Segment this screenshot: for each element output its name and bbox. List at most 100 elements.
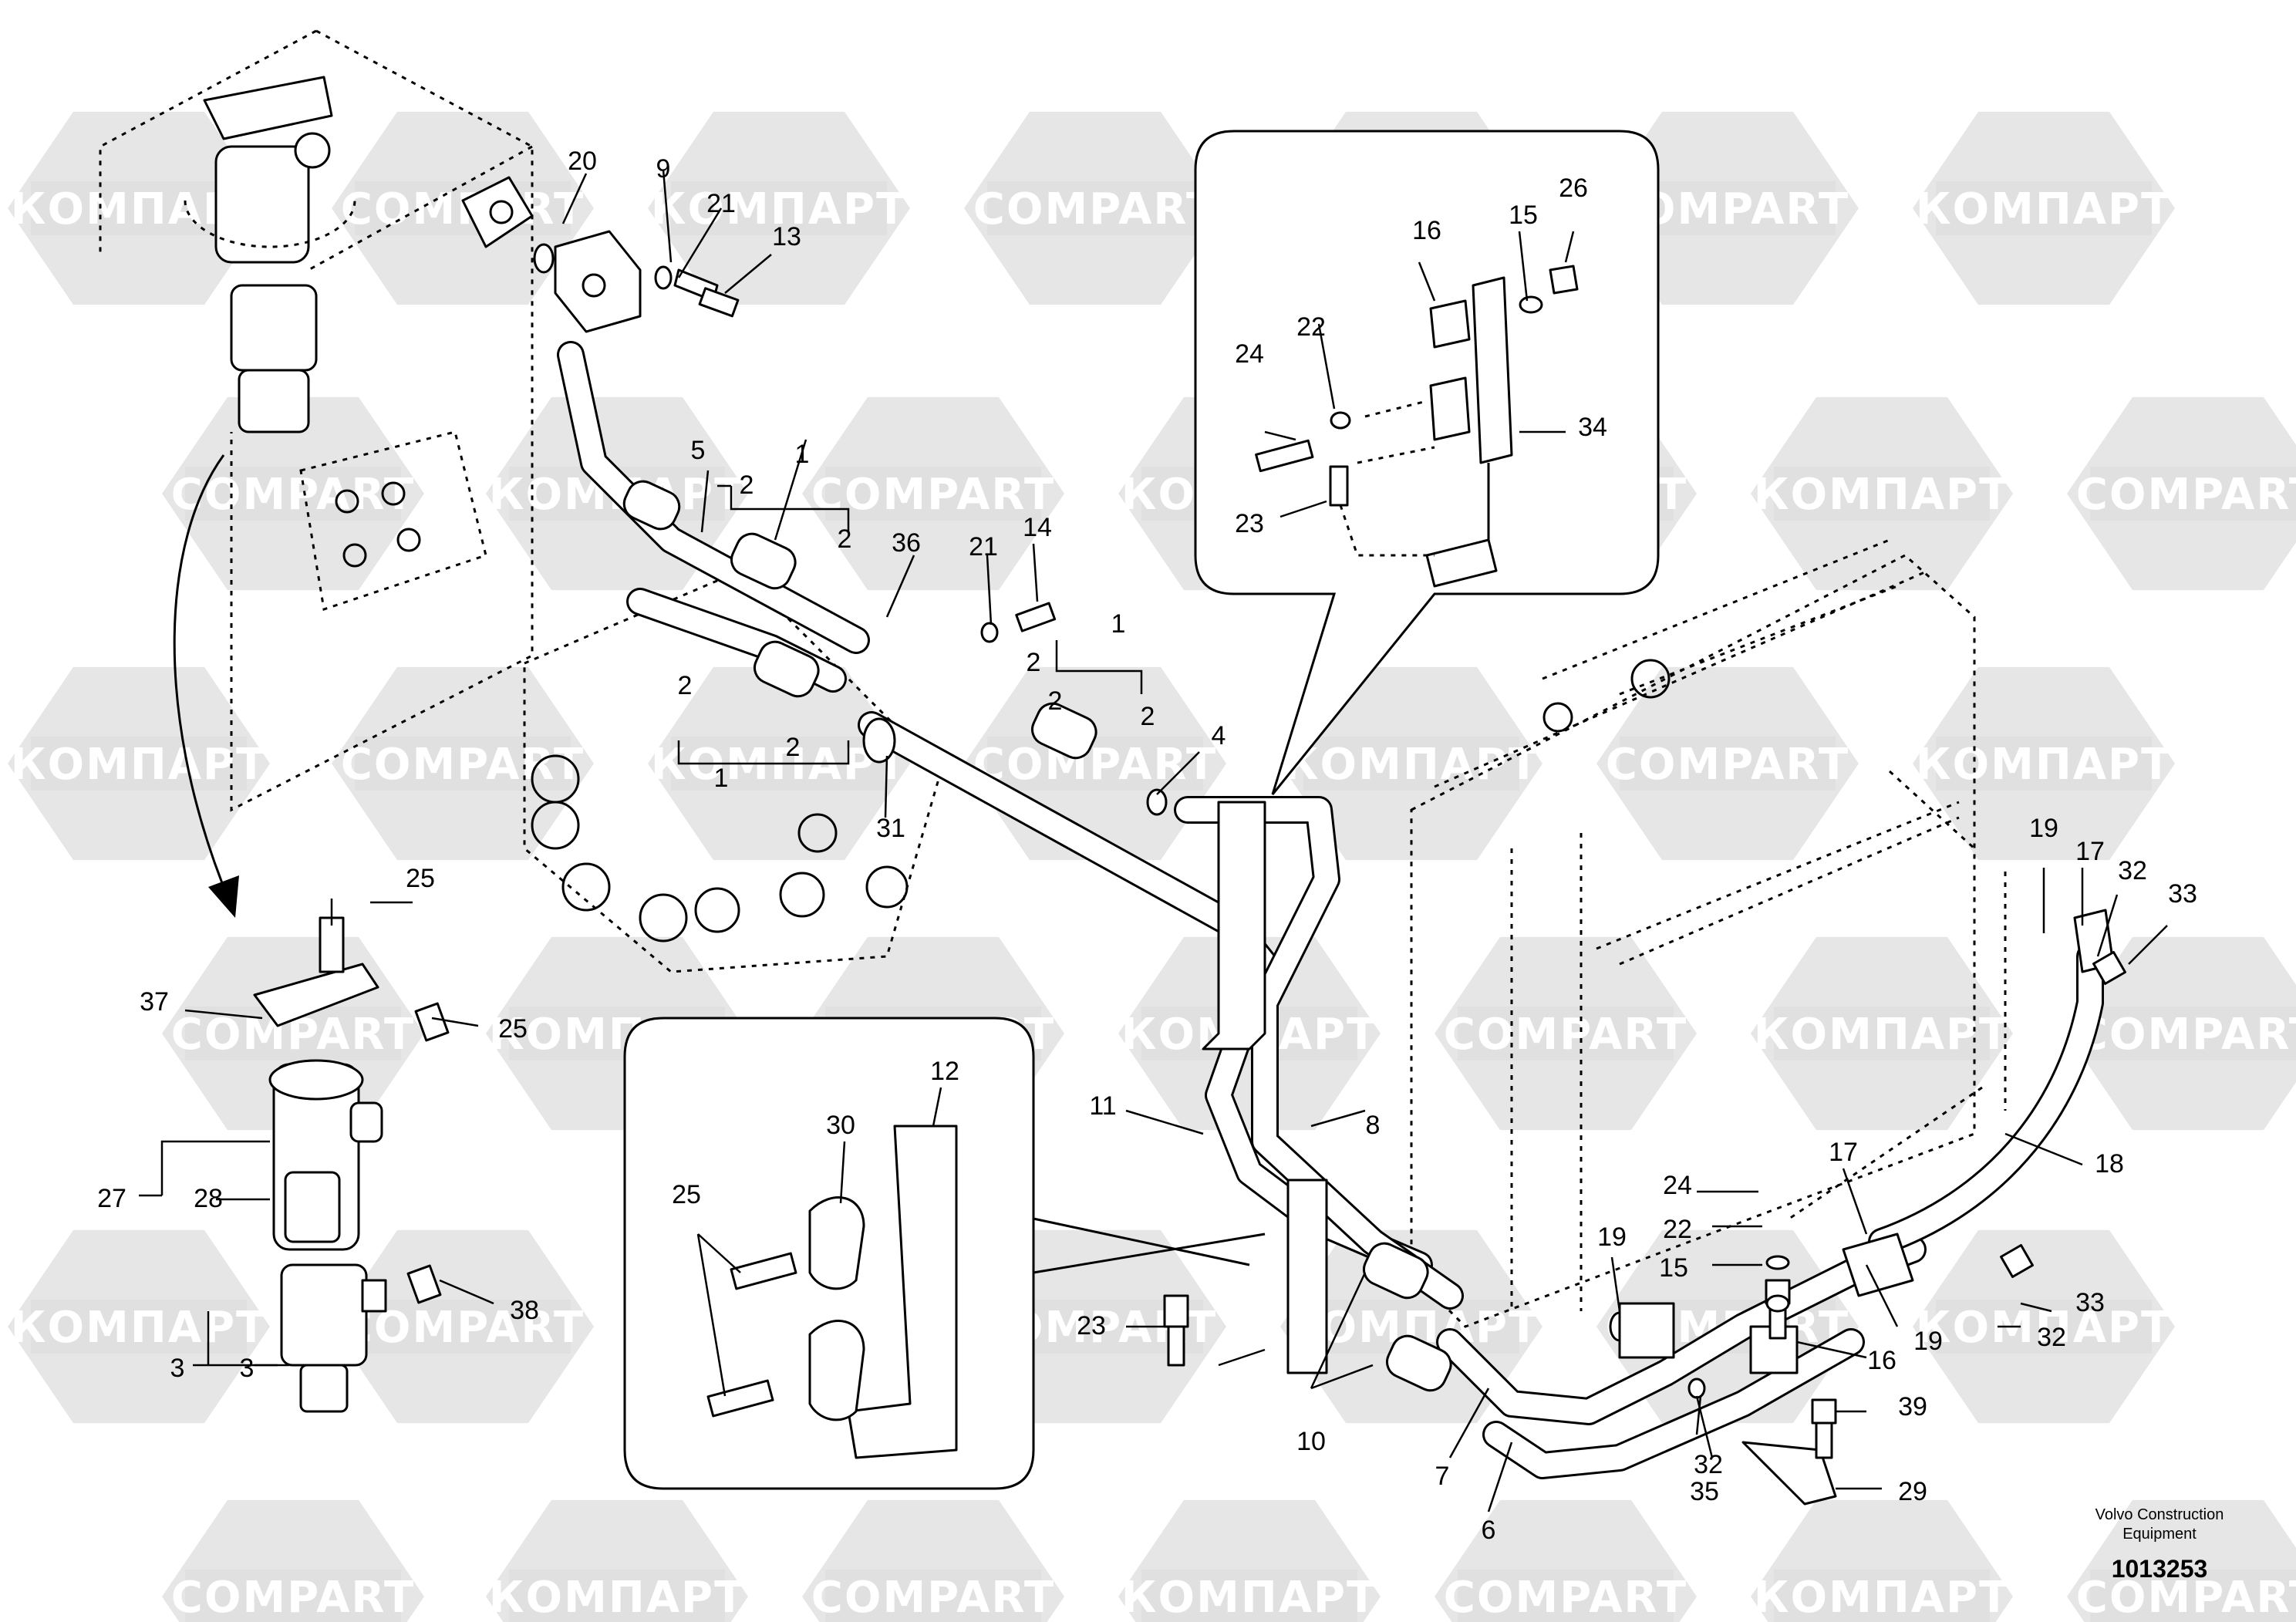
callout-38: 38 (510, 1296, 539, 1325)
watermark-band (31, 737, 247, 791)
callout-16: 16 (1412, 216, 1441, 245)
watermark-text: COMPART (1444, 1010, 1687, 1060)
callout-32: 32 (2037, 1323, 2066, 1352)
callout-18: 18 (2095, 1149, 2124, 1179)
watermark-band (31, 1300, 247, 1354)
callout-35: 35 (1690, 1477, 1719, 1506)
callout-32: 32 (2118, 856, 2147, 885)
watermark-text: КОМПАРТ (1916, 1303, 2173, 1353)
callout-23: 23 (1077, 1311, 1106, 1340)
watermark-band (31, 181, 247, 235)
watermark-text: COMPART (171, 470, 415, 520)
callout-5: 5 (691, 436, 706, 465)
filter-mount-block (99, 29, 534, 812)
callout-1: 1 (795, 440, 810, 469)
oil-cooler (1410, 538, 2007, 1328)
callout-15: 15 (1659, 1253, 1688, 1283)
company-name-line1: Volvo Construction (2095, 1506, 2224, 1523)
callout-2: 2 (1048, 686, 1063, 716)
watermark-text: КОМПАРТ (1754, 470, 2011, 520)
watermark-band (355, 181, 571, 235)
watermark-band (2090, 1570, 2296, 1622)
callout-23: 23 (1235, 509, 1264, 538)
watermark-text: КОМПАРТ (1121, 1573, 1378, 1622)
watermark-band (2090, 467, 2296, 521)
watermark-band (355, 1300, 571, 1354)
watermark-text: COMPART (973, 740, 1217, 790)
callout-26: 26 (1559, 174, 1588, 203)
watermark-text: КОМПАРТ (1916, 740, 2173, 790)
callout-2: 2 (740, 470, 754, 500)
callout-1: 1 (1111, 609, 1126, 639)
watermark-text: COMPART (2076, 1573, 2296, 1622)
callout-9: 9 (656, 154, 671, 184)
clamp-detail-inset-upper (1194, 130, 1660, 795)
callout-25: 25 (672, 1180, 701, 1209)
watermark-band (1774, 467, 1990, 521)
callout-1: 1 (714, 764, 729, 793)
callout-labels: 1 1 1 2 2 2 2 2 2 2 3 3 4 5 6 7 8 9 10 1… (97, 147, 2197, 1545)
callout-7: 7 (1435, 1462, 1450, 1491)
control-valve (523, 569, 942, 973)
bolts (698, 287, 2126, 1459)
callout-15: 15 (1509, 201, 1538, 230)
callout-34: 34 (1578, 413, 1607, 442)
callout-30: 30 (826, 1111, 855, 1140)
callout-2: 2 (1141, 702, 1155, 731)
watermark-band (185, 467, 401, 521)
watermark-band (355, 737, 571, 791)
watermark-band (509, 1570, 725, 1622)
callout-19: 19 (2029, 814, 2058, 843)
watermark-band (987, 181, 1203, 235)
watermark-text: COMPART (811, 1573, 1055, 1622)
callout-32: 32 (1694, 1450, 1723, 1479)
watermark-band (671, 181, 887, 235)
callout-2: 2 (678, 671, 693, 700)
callout-17: 17 (2075, 837, 2105, 866)
callout-25: 25 (498, 1014, 528, 1044)
direction-arrow (173, 454, 239, 918)
drawing-number: 1013253 (2112, 1555, 2208, 1583)
watermark-band (2090, 1007, 2296, 1061)
callout-37: 37 (140, 987, 169, 1017)
callout-21: 21 (706, 189, 736, 218)
clamp-detail-inset-lower (623, 1017, 1266, 1490)
watermark-text: КОМПАРТ (651, 184, 908, 234)
callout-12: 12 (930, 1057, 959, 1086)
callout-36: 36 (892, 528, 921, 558)
watermark-band (1620, 737, 1836, 791)
watermark-text: COMPART (2076, 470, 2296, 520)
callout-11: 11 (1089, 1091, 1116, 1121)
return-filter-upper (184, 76, 356, 433)
callout-22: 22 (1296, 312, 1326, 342)
callout-29: 29 (1898, 1477, 1927, 1506)
callout-13: 13 (772, 222, 801, 251)
watermark-band (1303, 737, 1519, 791)
watermark-text: КОМПАРТ (11, 1303, 268, 1353)
watermark-text: COMPART (341, 740, 585, 790)
watermark-text: КОМПАРТ (1916, 184, 2173, 234)
callout-4: 4 (1212, 721, 1226, 750)
watermark-text: КОМПАРТ (11, 740, 268, 790)
callout-19: 19 (1597, 1222, 1627, 1252)
callout-20: 20 (568, 147, 597, 176)
company-name-line2: Equipment (2122, 1526, 2197, 1543)
watermark-text: КОМПАРТ (489, 1573, 746, 1622)
callout-17: 17 (1829, 1138, 1858, 1167)
callout-19: 19 (1913, 1327, 1943, 1356)
callout-33: 33 (2075, 1288, 2105, 1317)
return-filter-exploded (253, 916, 450, 1413)
watermark-band (825, 1570, 1041, 1622)
callout-31: 31 (876, 814, 905, 843)
callout-3: 3 (240, 1354, 255, 1383)
callout-2: 2 (838, 524, 852, 554)
callout-21: 21 (969, 532, 998, 561)
watermark-band (1774, 1570, 1990, 1622)
watermark-band (987, 737, 1203, 791)
watermark-text: COMPART (2076, 1010, 2296, 1060)
watermark-text: COMPART (171, 1573, 415, 1622)
watermark-text: COMPART (1444, 1573, 1687, 1622)
callout-6: 6 (1482, 1516, 1496, 1545)
watermark-band (1774, 1007, 1990, 1061)
